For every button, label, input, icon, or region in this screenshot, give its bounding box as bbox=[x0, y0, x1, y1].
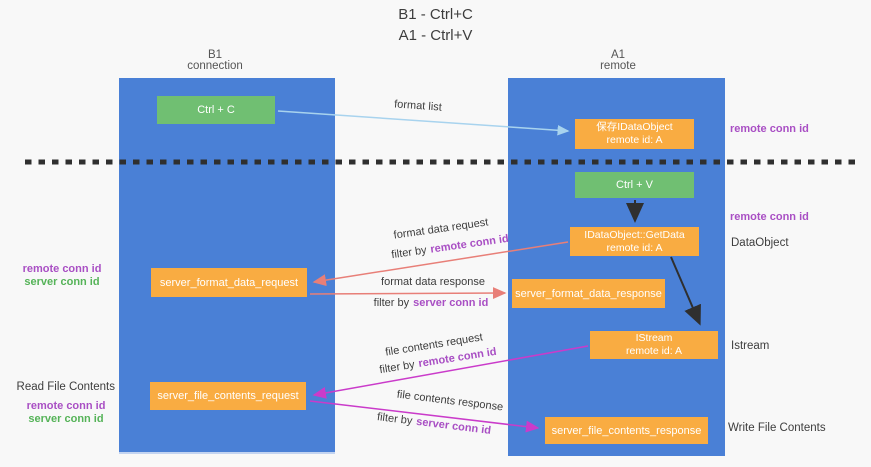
server-format-data-request-box: server_format_data_request bbox=[151, 268, 307, 297]
ctrl-c-label: Ctrl + C bbox=[197, 104, 235, 116]
server-file-contents-request-box: server_file_contents_request bbox=[150, 382, 306, 410]
right-top-remote-conn-id-label: remote conn id bbox=[730, 123, 809, 135]
server-file-contents-response-label: server_file_contents_response bbox=[551, 424, 702, 437]
column-b1-name: B1 bbox=[207, 49, 223, 61]
title-line-1: B1 - Ctrl+C bbox=[398, 6, 473, 23]
filter-by-text: filter by bbox=[378, 358, 416, 377]
idataobject-getdata-line2: remote id: A bbox=[606, 241, 663, 254]
column-b1-subtitle: connection bbox=[187, 60, 243, 72]
server-file-contents-response-box: server_file_contents_response bbox=[545, 417, 708, 444]
filter-by-text: filter by bbox=[376, 411, 414, 428]
ctrl-v-label: Ctrl + V bbox=[616, 179, 653, 191]
left-bottom-server-conn-id-label: server conn id bbox=[28, 413, 104, 425]
right-mid-remote-conn-id-label: remote conn id bbox=[730, 211, 809, 223]
write-file-contents-label: Write File Contents bbox=[728, 422, 826, 434]
left-bottom-remote-conn-id-label: remote conn id bbox=[26, 400, 106, 412]
format-list-label: format list bbox=[393, 98, 443, 114]
ctrl-v-box: Ctrl + V bbox=[575, 172, 694, 198]
column-header-a1: A1 remote bbox=[558, 49, 678, 72]
server-file-contents-request-label: server_file_contents_request bbox=[157, 390, 299, 402]
server-format-data-response-label: server_format_data_response bbox=[515, 287, 662, 300]
istream-box: IStream remote id: A bbox=[590, 331, 718, 359]
idataobject-getdata-line1: IDataObject::GetData bbox=[584, 228, 685, 241]
remote-conn-id-text: remote conn id bbox=[429, 232, 510, 256]
filter-by-text: filter by bbox=[390, 244, 428, 262]
column-header-b1: B1 connection bbox=[155, 49, 275, 72]
server-conn-id-text: server conn id bbox=[415, 415, 492, 437]
server-format-data-request-label: server_format_data_request bbox=[159, 276, 299, 289]
left-mid-server-conn-id-label: server conn id bbox=[24, 276, 100, 288]
column-a1-name: A1 bbox=[610, 49, 626, 61]
file-contents-response-label: file contents response bbox=[396, 388, 504, 414]
save-idataobject-line2: remote id: A bbox=[606, 134, 663, 146]
ctrl-c-box: Ctrl + C bbox=[157, 96, 275, 124]
dataobject-label: DataObject bbox=[731, 237, 789, 249]
server-conn-id-text: server conn id bbox=[413, 297, 489, 309]
save-idataobject-line1: 保存IDataObject bbox=[596, 121, 673, 133]
left-bottom-conn-id-labels: remote conn id server conn id bbox=[18, 400, 114, 426]
filter-by-text: filter by bbox=[373, 297, 410, 309]
title-line-2: A1 - Ctrl+V bbox=[398, 27, 473, 44]
istream-line1: IStream bbox=[635, 332, 673, 344]
istream-side-label: Istream bbox=[731, 340, 770, 352]
read-file-contents-label: Read File Contents bbox=[16, 381, 115, 393]
server-format-data-response-box: server_format_data_response bbox=[512, 279, 665, 308]
istream-line2: remote id: A bbox=[625, 345, 683, 357]
save-idataobject-box: 保存IDataObject remote id: A bbox=[575, 119, 694, 149]
idataobject-getdata-box: IDataObject::GetData remote id: A bbox=[570, 227, 699, 256]
left-mid-remote-conn-id-label: remote conn id bbox=[22, 263, 102, 275]
format-data-response-arrow bbox=[309, 287, 507, 300]
column-a1-subtitle: remote bbox=[600, 60, 636, 72]
diagram-title: B1 - Ctrl+C A1 - Ctrl+V bbox=[0, 4, 871, 46]
left-mid-conn-id-labels: remote conn id server conn id bbox=[14, 263, 110, 289]
format-data-response-label: format data response bbox=[381, 276, 485, 288]
